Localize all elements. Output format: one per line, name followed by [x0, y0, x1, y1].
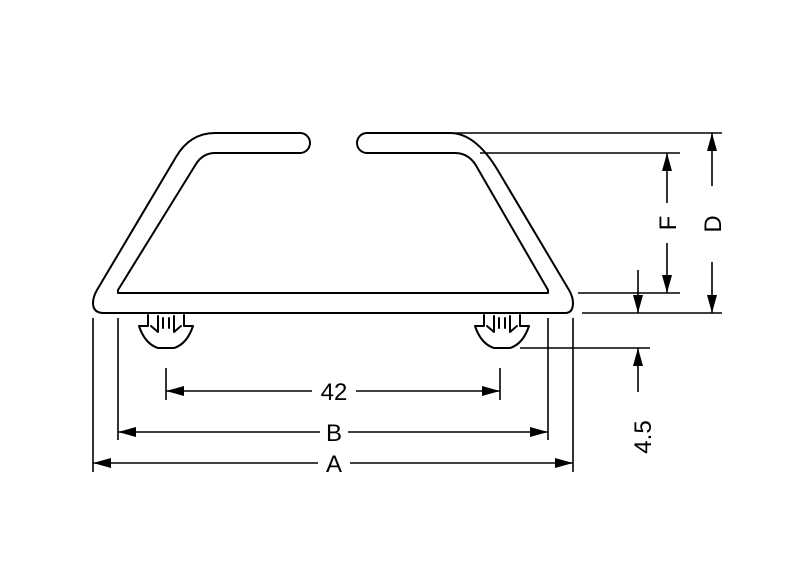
left-flange-cap [299, 132, 311, 154]
profile-outer [92, 132, 574, 314]
dimension-b: B [118, 420, 548, 447]
dimension-4-5: 4.5 [630, 270, 657, 454]
left-clip [138, 314, 194, 349]
dimension-a-label: A [326, 451, 342, 478]
dimension-d-label: D [700, 215, 727, 232]
right-clip [474, 314, 530, 349]
dimension-42: 42 [166, 379, 500, 406]
dimension-f-label: F [655, 216, 682, 231]
dimension-4-5-label: 4.5 [630, 420, 657, 453]
dimension-b-label: B [326, 420, 342, 447]
dimension-42-label: 42 [321, 379, 348, 406]
dimension-d: D [700, 133, 727, 313]
dimension-f: F [655, 153, 682, 293]
right-flange-cap [356, 132, 368, 154]
profile-inner [117, 152, 549, 294]
dimension-a: A [93, 451, 573, 478]
